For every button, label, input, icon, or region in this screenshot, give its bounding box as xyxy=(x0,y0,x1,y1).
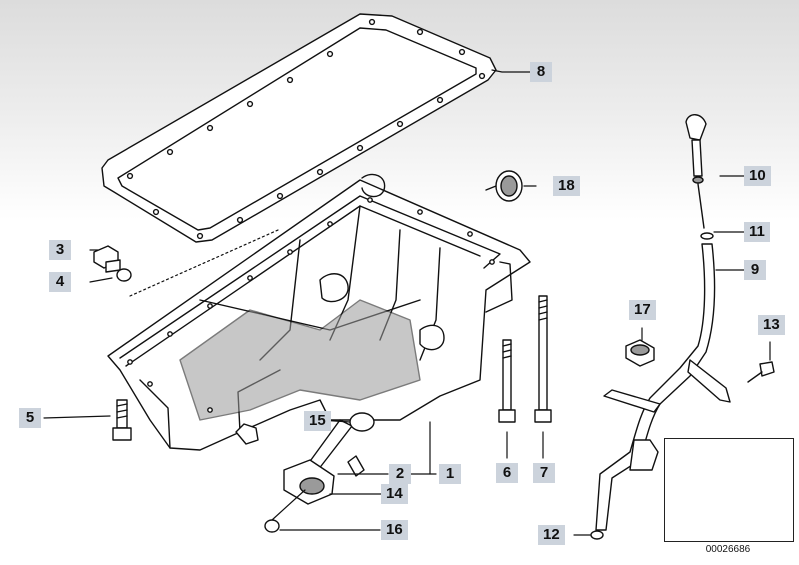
pickup-gasket xyxy=(349,412,375,432)
bolt-5 xyxy=(112,399,132,441)
callout-10: 10 xyxy=(744,166,771,186)
oil-pickup-tube xyxy=(283,419,353,505)
callout-1: 1 xyxy=(439,464,461,484)
bolt-7 xyxy=(534,295,552,423)
callout-16: 16 xyxy=(381,520,408,540)
callout-6: 6 xyxy=(496,463,518,483)
nut xyxy=(264,519,280,533)
callout-13: 13 xyxy=(758,315,785,335)
callout-12: 12 xyxy=(538,525,565,545)
callout-14: 14 xyxy=(381,484,408,504)
drain-plug xyxy=(93,245,121,273)
tube-o-ring xyxy=(590,530,604,540)
callout-5: 5 xyxy=(19,408,41,428)
oil-pan xyxy=(107,173,531,451)
dipstick-guide-tube xyxy=(595,243,731,531)
callout-8: 8 xyxy=(530,62,552,82)
callout-9: 9 xyxy=(744,260,766,280)
callout-4: 4 xyxy=(49,272,71,292)
callout-11: 11 xyxy=(744,222,770,242)
catalog-number: 00026686 xyxy=(705,544,751,555)
callout-17: 17 xyxy=(629,300,656,320)
bolt-6 xyxy=(498,339,516,423)
bolt-13 xyxy=(747,361,775,383)
callout-15: 15 xyxy=(304,411,331,431)
callout-7: 7 xyxy=(533,463,555,483)
callout-18: 18 xyxy=(553,176,580,196)
oil-pan-gasket xyxy=(101,13,497,243)
callout-3: 3 xyxy=(49,240,71,260)
vehicle-inset-frame xyxy=(664,438,794,542)
dipstick xyxy=(685,114,707,229)
callout-2: 2 xyxy=(389,464,411,484)
drain-seal-ring xyxy=(116,268,132,282)
dipstick-o-ring xyxy=(700,232,714,240)
tube-seal xyxy=(625,339,655,367)
stud xyxy=(347,455,365,477)
blind-plug xyxy=(485,170,523,202)
